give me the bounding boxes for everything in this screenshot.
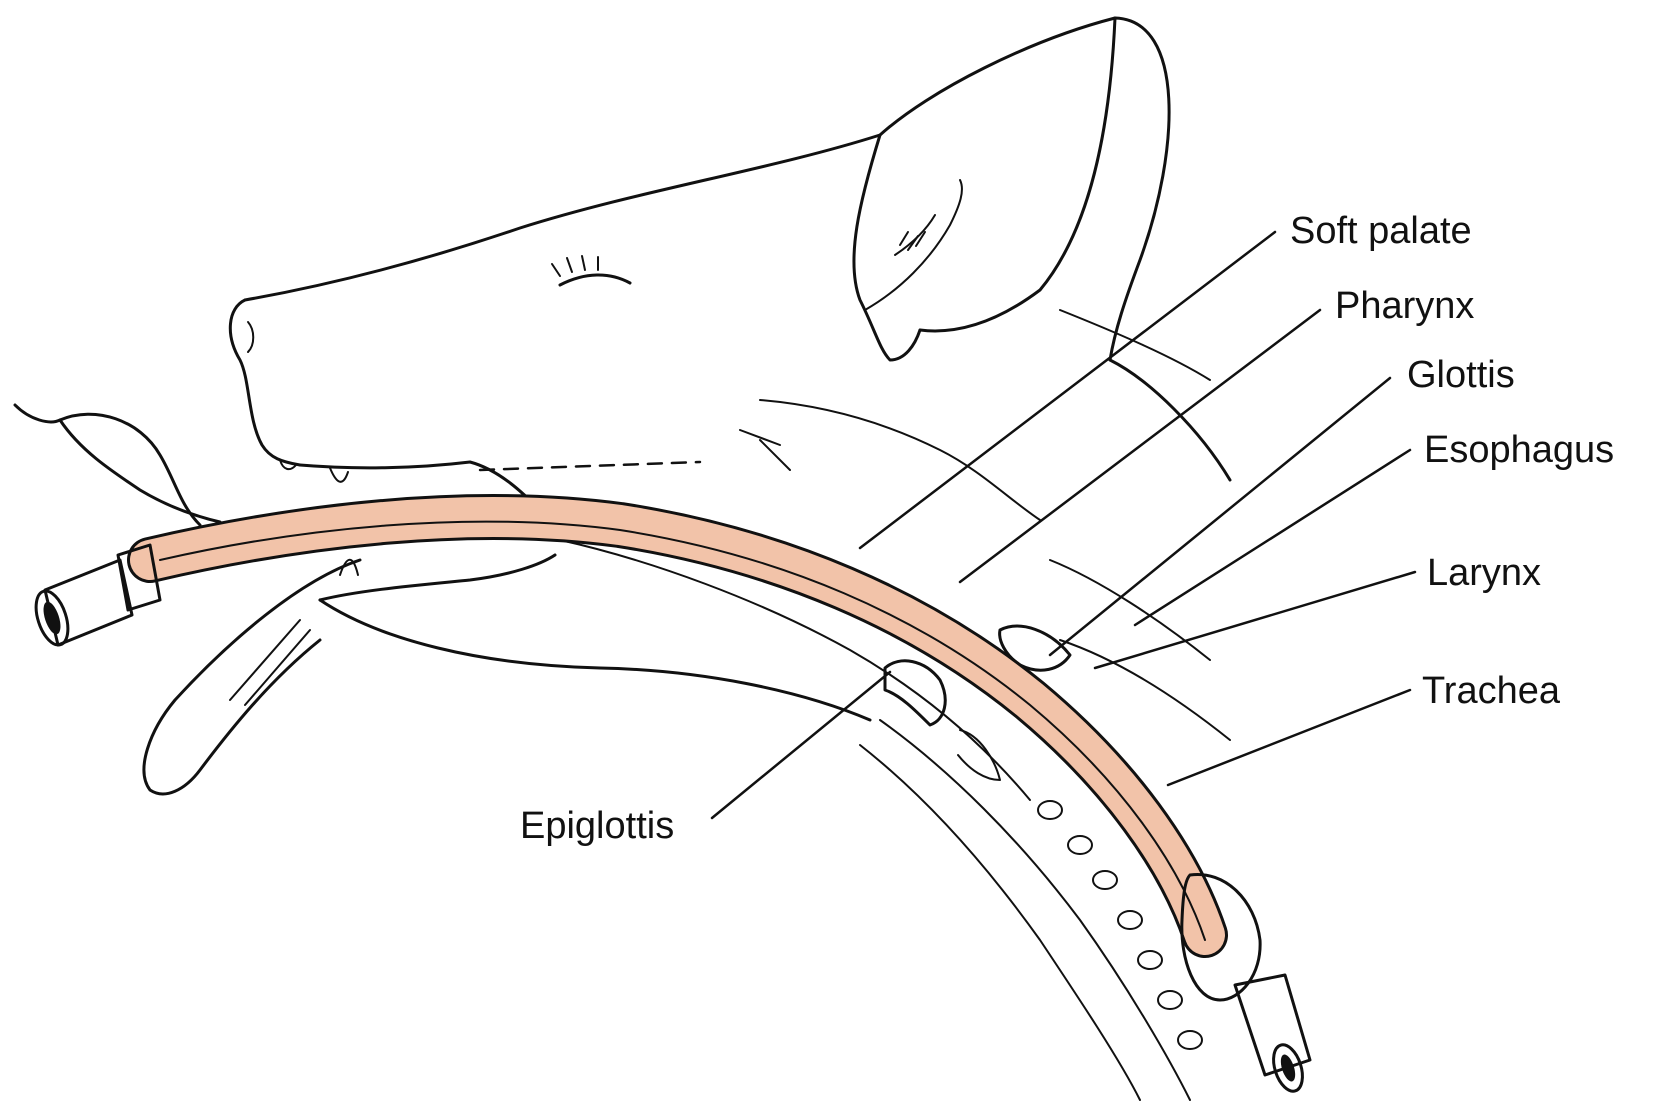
- label-larynx: Larynx: [1427, 552, 1541, 594]
- endotracheal-tube: [15, 405, 1310, 1095]
- leader-trachea: [1168, 690, 1410, 785]
- label-esophagus: Esophagus: [1424, 429, 1614, 471]
- label-soft-palate: Soft palate: [1290, 210, 1472, 252]
- leader-epiglottis: [712, 672, 890, 818]
- label-glottis: Glottis: [1407, 354, 1515, 396]
- label-trachea: Trachea: [1422, 670, 1561, 712]
- leader-esophagus: [1135, 450, 1410, 625]
- leader-glottis: [1050, 378, 1390, 655]
- label-epiglottis: Epiglottis: [520, 805, 674, 847]
- label-pharynx: Pharynx: [1335, 285, 1474, 327]
